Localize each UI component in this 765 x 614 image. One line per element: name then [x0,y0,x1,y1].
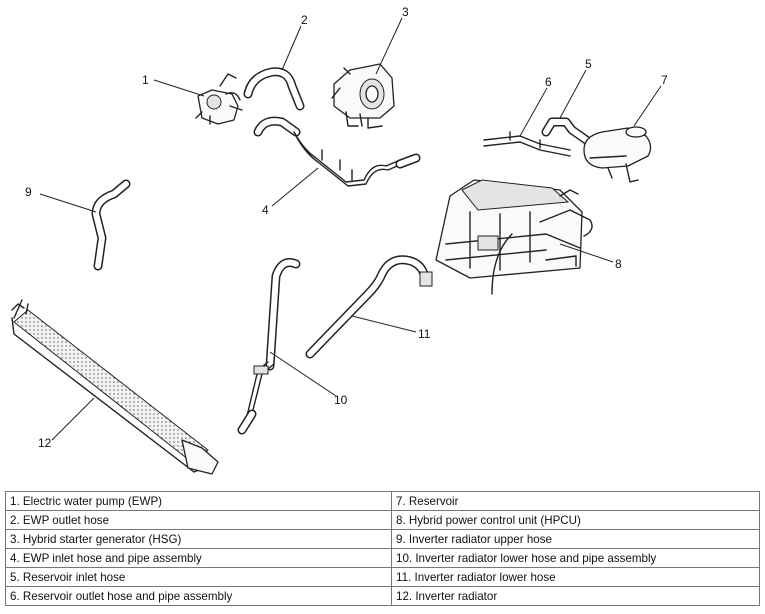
inverter-radiator [11,299,219,475]
callout-5: 5 [585,57,592,71]
callout-6: 6 [545,75,552,89]
legend-row: 6. Reservoir outlet hose and pipe assemb… [5,586,760,606]
legend-item-3: 3. Hybrid starter generator (HSG) [5,529,392,549]
electric-water-pump [195,73,243,125]
callout-3: 3 [402,5,409,19]
hybrid-power-control-unit [435,179,593,295]
legend-item-10: 10. Inverter radiator lower hose and pip… [391,548,760,568]
legend-item-7: 7. Reservoir [391,491,760,511]
leader-lines [39,17,662,441]
legend-item-4: 4. EWP inlet hose and pipe assembly [5,548,392,568]
hybrid-starter-generator [331,63,395,129]
legend-row: 1. Electric water pump (EWP) 7. Reservoi… [5,491,760,511]
callout-4: 4 [262,203,269,217]
legend-item-12: 12. Inverter radiator [391,586,760,606]
ewp-inlet-hose-and-pipe-assembly [253,116,421,187]
legend-row: 4. EWP inlet hose and pipe assembly 10. … [5,548,760,568]
parts-diagram: 1 2 3 4 5 6 7 8 9 10 11 12 [11,5,668,475]
inverter-radiator-lower-hose-and-pipe-assembly [237,258,301,435]
callout-9: 9 [25,185,32,199]
legend-row: 3. Hybrid starter generator (HSG) 9. Inv… [5,529,760,549]
legend-item-1: 1. Electric water pump (EWP) [5,491,392,511]
legend-item-8: 8. Hybrid power control unit (HPCU) [391,510,760,530]
ewp-outlet-hose [243,67,305,111]
legend-row: 5. Reservoir inlet hose 11. Inverter rad… [5,567,760,587]
legend-row: 2. EWP outlet hose 8. Hybrid power contr… [5,510,760,530]
legend-item-9: 9. Inverter radiator upper hose [391,529,760,549]
callout-2: 2 [301,13,308,27]
callout-1: 1 [142,73,149,87]
legend-item-2: 2. EWP outlet hose [5,510,392,530]
callout-labels: 1 2 3 4 5 6 7 8 9 10 11 12 [25,5,668,450]
legend-item-5: 5. Reservoir inlet hose [5,567,392,587]
inverter-radiator-upper-hose [91,179,131,271]
callout-10: 10 [334,393,348,407]
callout-11: 11 [418,327,431,341]
legend-item-11: 11. Inverter radiator lower hose [391,567,760,587]
reservoir-inlet-hose [541,117,597,149]
reservoir-outlet-hose-and-pipe-assembly [483,131,571,157]
reservoir [583,126,652,183]
callout-8: 8 [615,257,622,271]
inverter-radiator-lower-hose [305,255,433,359]
parts-legend-table: 1. Electric water pump (EWP) 7. Reservoi… [5,491,760,606]
callout-7: 7 [661,73,668,87]
legend-item-6: 6. Reservoir outlet hose and pipe assemb… [5,586,392,606]
callout-12: 12 [38,436,52,450]
